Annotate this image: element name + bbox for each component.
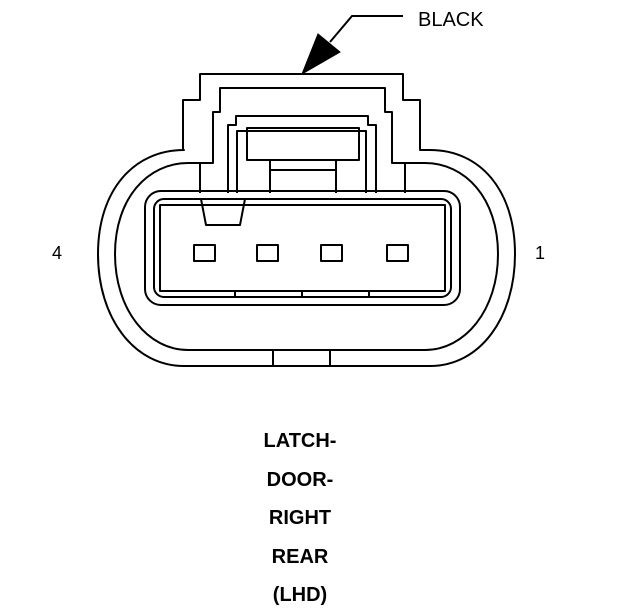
callout-arrow-icon [300,33,341,76]
latch-tab-inner [236,130,367,193]
connector-inner-shell [114,87,499,351]
callout-leader [300,15,403,76]
cavity-inner-wall [159,204,446,292]
pin-4-terminal [193,244,216,262]
connector-caption: LATCH- DOOR- RIGHT REAR (LHD) [200,422,400,615]
caption-line: REAR [271,545,329,568]
latch-lock [246,127,360,161]
bottom-tab [272,350,331,366]
terminal-cavity-inner [153,198,452,298]
wire-color-label: BLACK [418,9,484,31]
caption-line: (LHD) [272,584,328,606]
pin-2-terminal [320,244,343,262]
connector-diagram [97,15,516,367]
pin-3-terminal [256,244,279,262]
pin-label-right: 1 [535,243,546,263]
caption-line: LATCH- [263,430,337,452]
pin-label-left: 4 [52,243,63,263]
key-notch [200,198,246,226]
caption-line: RIGHT [268,507,332,529]
latch-tab [227,115,377,193]
connector-outer-shell [97,73,516,367]
caption-line: DOOR- [266,468,334,491]
pin-1-terminal [386,244,409,262]
terminal-cavity-outer [144,190,461,306]
